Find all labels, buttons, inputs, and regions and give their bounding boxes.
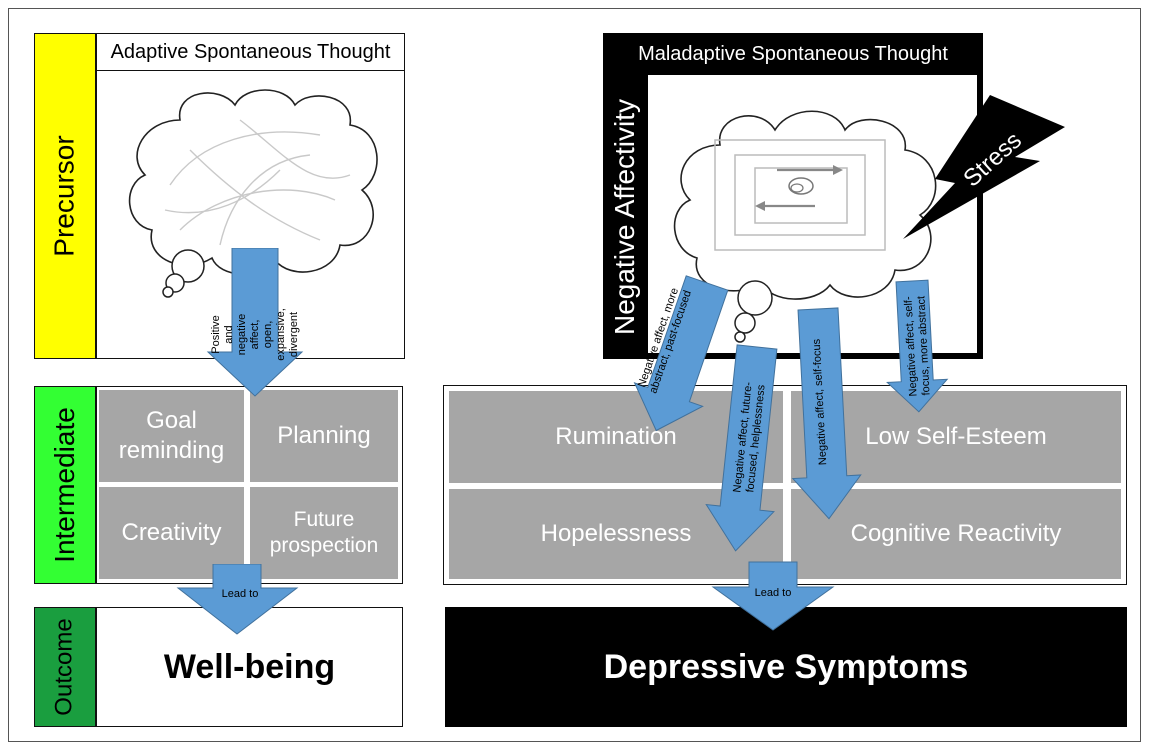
maladaptive-header-text: Maladaptive Spontaneous Thought [638, 42, 948, 65]
left-lead-to-label: Lead to [210, 588, 270, 600]
arrow-rumination [633, 275, 729, 432]
precursor-label: Precursor [34, 33, 96, 359]
left-lead-to-text: Lead to [221, 588, 259, 600]
cell-low-self-esteem: Low Self-Esteem [791, 391, 1121, 483]
cell-hopelessness-text: Hopelessness [540, 520, 692, 547]
adaptive-header-text: Adaptive Spontaneous Thought [110, 40, 391, 63]
arrow-low-self-esteem-label: Negative affect, self-focus, more abstra… [899, 290, 937, 402]
arrow-hopelessness [705, 344, 778, 552]
depressive-symptoms-text: Depressive Symptoms [603, 647, 969, 686]
cell-cognitive-reactivity-text: Cognitive Reactivity [850, 520, 1062, 547]
cell-future-prospection: Future prospection [250, 487, 398, 579]
arrow-low-self-esteem [886, 279, 949, 413]
left-lead-to-arrow [176, 564, 299, 635]
right-lead-to-arrow [711, 561, 835, 631]
cell-goal-reminding-text: Goal reminding [118, 407, 225, 464]
outcome-label: Outcome [34, 607, 96, 727]
adaptive-main-arrow [206, 248, 304, 397]
cell-goal-reminding: Goal reminding [99, 390, 244, 482]
stress-lightning-icon [903, 95, 1065, 239]
cell-planning-text: Planning [277, 422, 371, 449]
cell-cognitive-reactivity: Cognitive Reactivity [791, 489, 1121, 579]
maladaptive-header: Maladaptive Spontaneous Thought [603, 33, 983, 75]
depressive-symptoms-box: Depressive Symptoms [445, 607, 1127, 727]
wellbeing-text: Well-being [163, 647, 336, 686]
arrow-low-self-esteem-text: Negative affect, self-focus, more abstra… [902, 295, 933, 397]
adaptive-header: Adaptive Spontaneous Thought [96, 33, 405, 71]
right-lead-to-text: Lead to [754, 587, 792, 599]
wellbeing-box: Well-being [96, 607, 403, 727]
arrow-cognitive-reactivity-text: Negative affect, self-focus [810, 338, 829, 466]
figure-frame [8, 8, 1141, 742]
cell-creativity-text: Creativity [121, 519, 222, 546]
cell-planning: Planning [250, 390, 398, 482]
intermediate-label: Intermediate [34, 386, 96, 584]
right-lead-to-label: Lead to [743, 587, 803, 599]
cell-low-self-esteem-text: Low Self-Esteem [865, 423, 1047, 450]
maladaptive-cloud [673, 110, 937, 343]
arrow-cognitive-reactivity [791, 307, 862, 520]
adaptive-cloud [128, 89, 378, 298]
cell-future-prospection-text: Future prospection [269, 507, 379, 557]
